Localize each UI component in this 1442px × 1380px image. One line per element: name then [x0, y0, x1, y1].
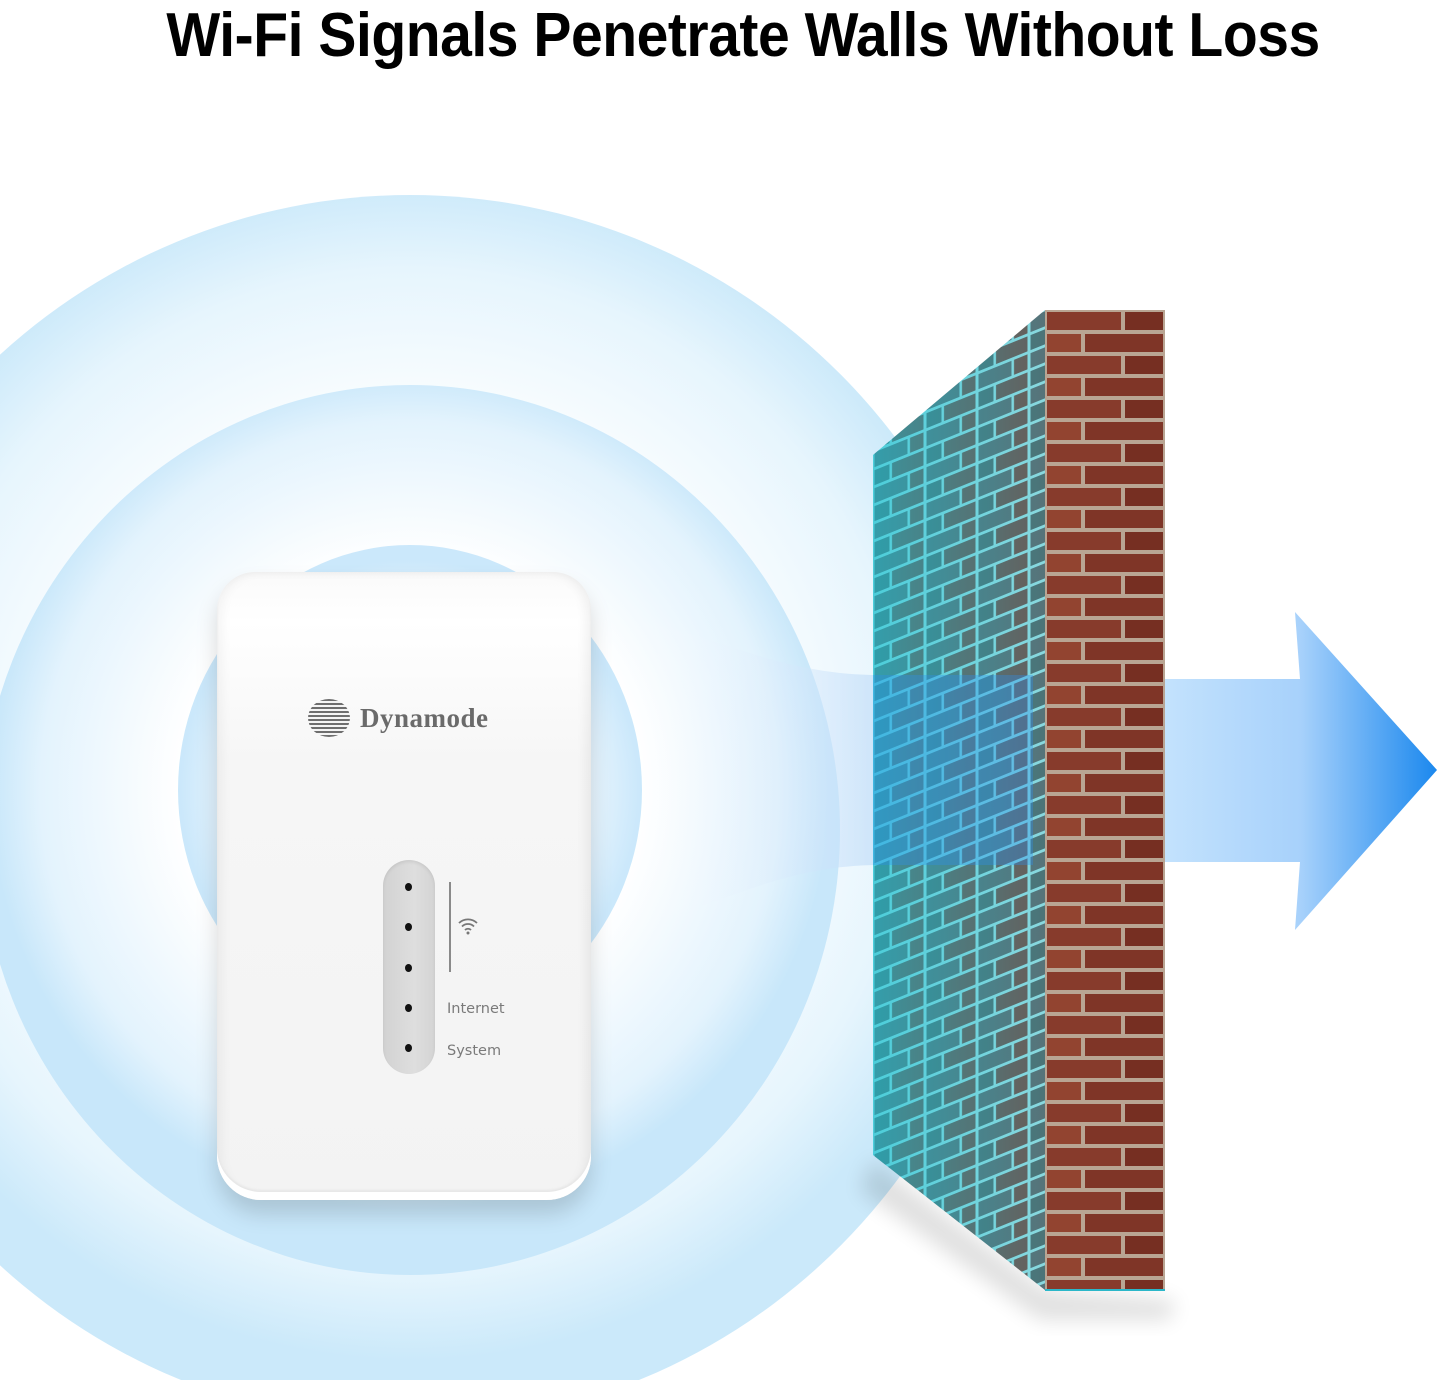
signal-beam: [600, 620, 880, 925]
internet-label: Internet: [447, 1001, 505, 1017]
brand: Dynamode: [308, 699, 489, 737]
led-indicator-strip: [383, 860, 435, 1074]
wall-front-face: [1045, 310, 1165, 1290]
led-indicator: [405, 1044, 412, 1052]
signal-through-wall: [873, 675, 1033, 865]
arrow-right-icon: [1165, 612, 1437, 930]
brand-name: Dynamode: [360, 702, 489, 733]
wifi-extender-device: Dynamode Internet System: [217, 572, 591, 1200]
led-indicator: [405, 1004, 412, 1012]
led-indicator: [405, 883, 412, 891]
brand-logo-icon: [308, 699, 350, 737]
headline: Wi-Fi Signals Penetrate Walls Without Lo…: [166, 0, 1320, 70]
system-label: System: [447, 1043, 502, 1059]
led-indicator: [405, 964, 412, 972]
wifi-icon: [458, 918, 478, 935]
led-indicator: [405, 923, 412, 931]
indicator-divider: [449, 882, 451, 972]
